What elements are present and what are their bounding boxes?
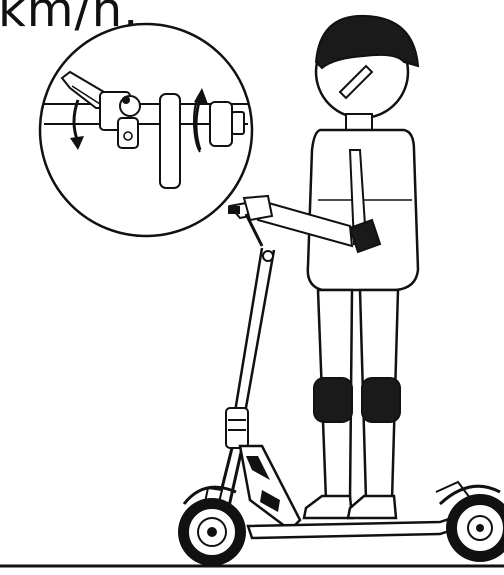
front-wheel: [178, 498, 246, 566]
cropped-heading-text: km/h.: [0, 0, 139, 34]
rear-wheel: [446, 494, 504, 562]
detail-zoom-circle: [40, 24, 252, 236]
knee-pad-left-icon: [314, 378, 352, 422]
knee-pad-right-icon: [362, 378, 400, 422]
